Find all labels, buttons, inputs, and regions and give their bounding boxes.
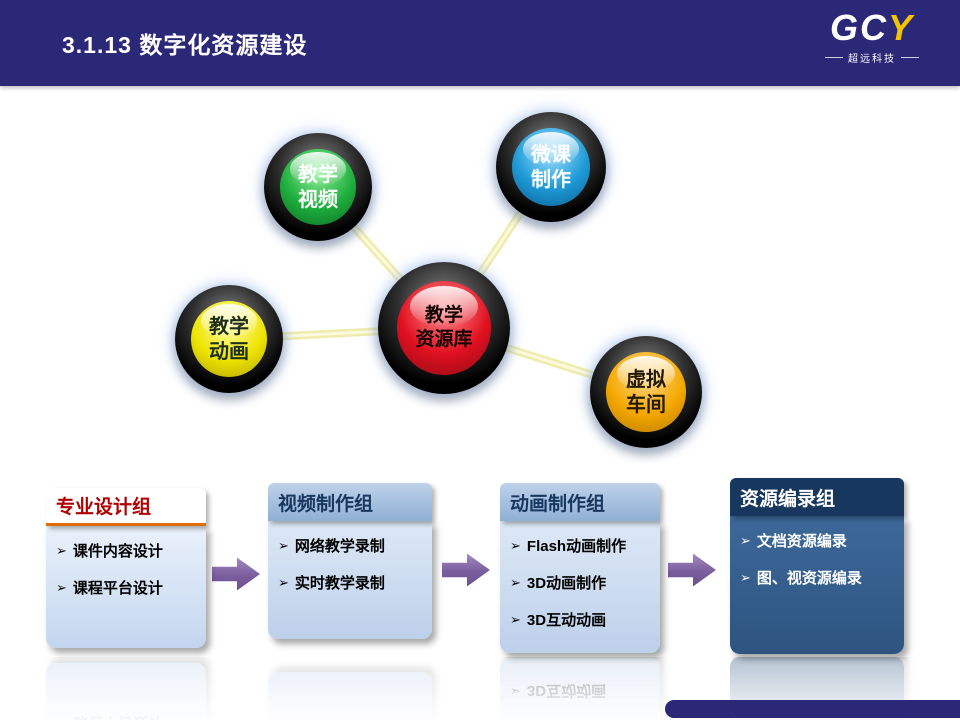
arrow-bullet-icon: ➢ (278, 537, 289, 553)
arrow-bullet-icon: ➢ (278, 574, 289, 590)
arrow-bullet-icon: ➢ (510, 611, 521, 627)
logo-text: GCY (829, 7, 914, 48)
list-item: ➢ 网络教学录制 (278, 537, 385, 556)
group-title: 动画制作组 (500, 483, 660, 521)
node-label: 教学 动画 (190, 300, 268, 378)
group-title: 专业设计组 (46, 488, 206, 526)
group-resource-cataloging: 资源编录组 ➢ 文档资源编录 ➢ 图、视资源编录 (730, 478, 904, 654)
group-items: ➢ 课件内容设计 ➢ 课程平台设计 (46, 526, 206, 648)
group-items: ➢ 文档资源编录 ➢ 图、视资源编录 (730, 516, 904, 654)
workgroup-flow: 专业设计组 ➢ 课件内容设计 ➢ 课程平台设计 视频制作组 ➢ 网络教学录制 (0, 470, 960, 654)
node-teaching-animation: 教学 动画 (175, 285, 283, 393)
flow-arrow-icon (212, 557, 260, 591)
arrow-bullet-icon: ➢ (510, 537, 521, 553)
arrow-bullet-icon: ➢ (56, 579, 67, 595)
arrow-bullet-icon: ➢ (740, 569, 751, 585)
list-item: ➢ 3D动画制作 (510, 574, 607, 593)
group-video-production: 视频制作组 ➢ 网络教学录制 ➢ 实时教学录制 (268, 483, 432, 639)
group-professional-design: 专业设计组 ➢ 课件内容设计 ➢ 课程平台设计 (46, 488, 206, 648)
header-bar: 3.1.13 数字化资源建设 GCY 超远科技 (0, 0, 960, 86)
node-ring: 虚拟 车间 (590, 336, 702, 448)
node-label: 微课 制作 (511, 127, 591, 207)
group-title: 资源编录组 (730, 478, 904, 516)
list-item: ➢ 课程平台设计 (56, 579, 163, 598)
resource-diagram: 教学 视频 微课 制作 教学 动画 (0, 86, 960, 476)
tagline-rule-left (825, 57, 843, 58)
group-title: 视频制作组 (268, 483, 432, 521)
page-title: 3.1.13 数字化资源建设 (62, 32, 308, 58)
company-logo: GCY 超远科技 (812, 10, 932, 65)
list-item: ➢ 文档资源编录 (740, 532, 847, 551)
flow-arrow-icon (668, 553, 716, 587)
node-teaching-resource-library: 教学 资源库 (378, 262, 510, 394)
tagline-rule-right (901, 57, 919, 58)
node-label: 教学 资源库 (397, 281, 491, 375)
list-item: ➢ Flash动画制作 (510, 537, 627, 556)
node-teaching-video: 教学 视频 (264, 133, 372, 241)
node-micro-course: 微课 制作 (496, 112, 606, 222)
node-ring: 教学 动画 (175, 285, 283, 393)
node-ring: 微课 制作 (496, 112, 606, 222)
group-items: ➢ Flash动画制作 ➢ 3D动画制作 ➢ 3D互动动画 (500, 521, 660, 653)
node-ring: 教学 视频 (264, 133, 372, 241)
logo-tagline: 超远科技 (812, 50, 932, 65)
list-item: ➢ 图、视资源编录 (740, 569, 862, 588)
group-animation-production: 动画制作组 ➢ Flash动画制作 ➢ 3D动画制作 ➢ 3D互动动画 (500, 483, 660, 653)
node-virtual-workshop: 虚拟 车间 (590, 336, 702, 448)
node-ring: 教学 资源库 (378, 262, 510, 394)
footer-accent-bar (665, 700, 960, 718)
list-item: ➢ 课件内容设计 (56, 542, 163, 561)
list-item: ➢ 实时教学录制 (278, 574, 385, 593)
arrow-bullet-icon: ➢ (510, 574, 521, 590)
list-item: ➢ 3D互动动画 (510, 611, 607, 630)
arrow-bullet-icon: ➢ (740, 532, 751, 548)
arrow-bullet-icon: ➢ (56, 542, 67, 558)
flow-arrow-icon (442, 553, 490, 587)
node-label: 教学 视频 (279, 148, 357, 226)
node-label: 虚拟 车间 (606, 352, 686, 432)
group-items: ➢ 网络教学录制 ➢ 实时教学录制 (268, 521, 432, 639)
